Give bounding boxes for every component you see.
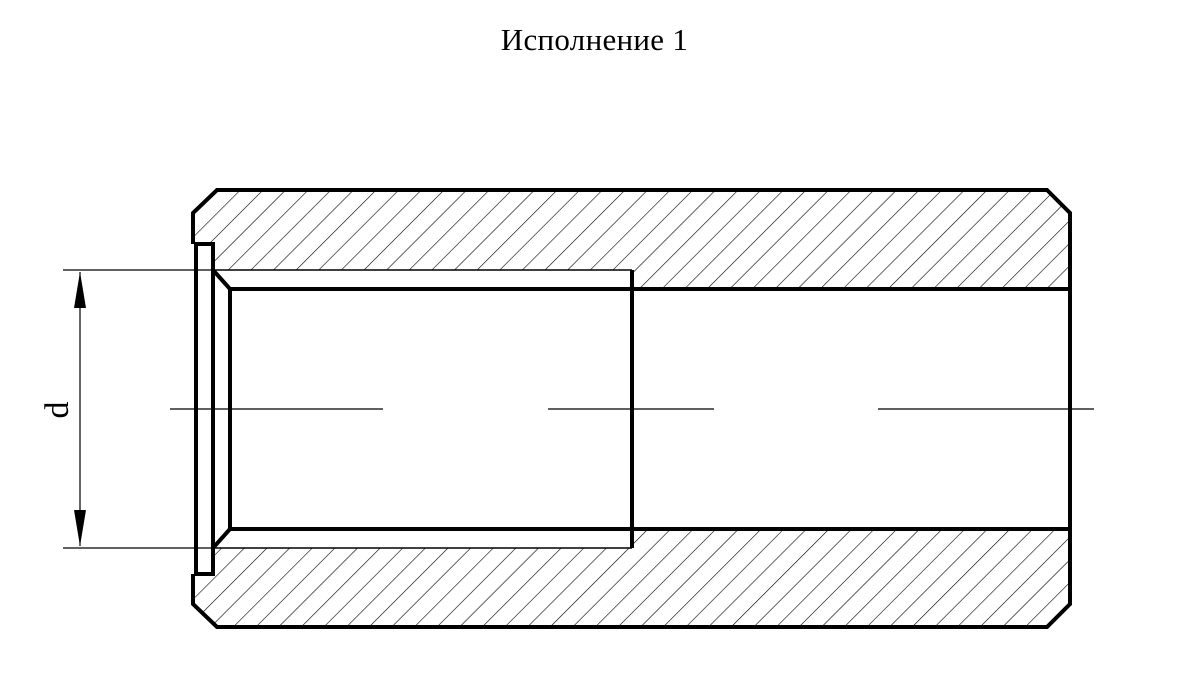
entry-chamfer-bottom [211,527,232,550]
dimension-d: d [39,269,213,549]
dimension-label: d [39,402,76,419]
drawing-title: Исполнение 1 [500,22,689,57]
arrow-bottom [74,510,86,546]
thread-lines [213,269,632,549]
top-wall-hatch [193,190,1070,289]
entry-chamfer-top [211,268,232,291]
arrow-top [74,272,86,308]
section-hatching [193,190,1070,627]
bottom-wall-hatch [193,529,1070,627]
